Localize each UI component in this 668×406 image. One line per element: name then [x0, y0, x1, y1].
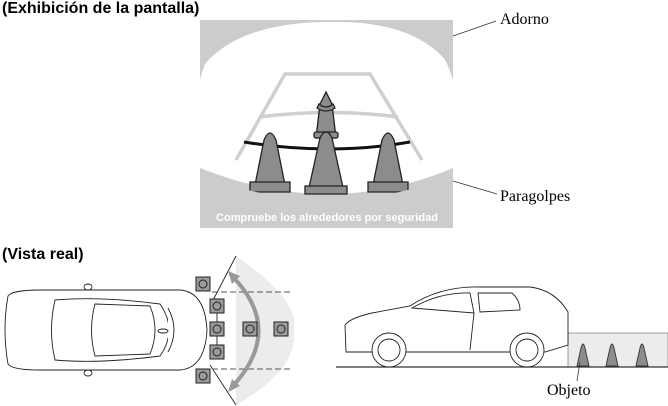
object-leader-line: [576, 361, 581, 382]
car-side-view: [344, 286, 569, 368]
screen-message: Compruebe los alrededores por seguridad: [216, 212, 438, 224]
sensor-sweep-area: [236, 256, 295, 405]
sensor: [209, 321, 225, 337]
obstacle-marker: [273, 321, 289, 337]
sensor: [209, 344, 225, 360]
side-cone: [635, 343, 649, 367]
cone-right: [367, 132, 409, 193]
cone-center: [304, 131, 348, 195]
side-cone: [576, 343, 590, 367]
real-view-heading: (Vista real): [2, 246, 84, 263]
sensor: [195, 368, 211, 384]
side-view: [336, 286, 668, 382]
car-top-view: [4, 283, 208, 377]
side-cone: [605, 343, 619, 367]
object-label: Objeto: [547, 382, 591, 399]
camera-screen: Compruebe los alrededores por seguridad: [200, 20, 453, 228]
side-cones: [576, 343, 649, 367]
top-view: [4, 255, 295, 406]
sensor: [209, 298, 225, 314]
trim-leader-line: [452, 20, 497, 37]
cone-left: [249, 132, 291, 193]
sensor-grid: [195, 276, 289, 384]
bumper-label: Paragolpes: [500, 188, 571, 205]
trim-label: Adorno: [500, 11, 549, 28]
display-heading: (Exhibición de la pantalla): [2, 0, 200, 17]
sensor: [195, 276, 211, 292]
sweep-arrow: [230, 274, 261, 389]
bumper-leader-line: [452, 180, 498, 195]
obstacle-marker: [242, 321, 258, 337]
